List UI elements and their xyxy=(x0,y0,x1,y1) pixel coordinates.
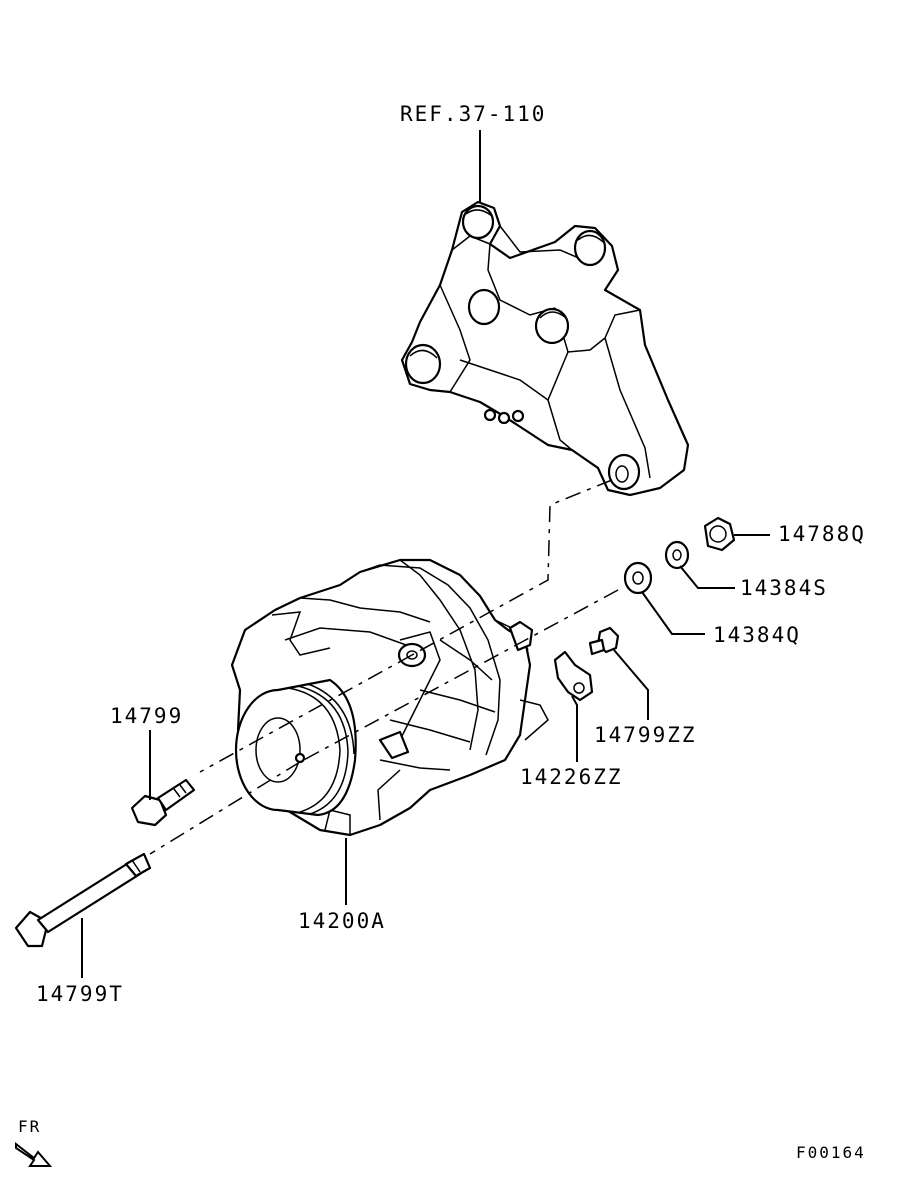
long-bolt-14799t xyxy=(14,852,152,948)
label-14384q: 14384Q xyxy=(713,623,801,647)
leader-lines xyxy=(81,130,770,978)
figure-code: F00164 xyxy=(796,1143,866,1162)
alternator-assembly xyxy=(230,558,549,837)
label-14226zz: 14226ZZ xyxy=(520,765,623,789)
nut-14788q xyxy=(703,516,736,552)
label-14799t: 14799T xyxy=(36,982,124,1006)
washer-14384s xyxy=(664,540,690,570)
bolt-14799zz xyxy=(588,626,620,656)
label-14384s: 14384S xyxy=(740,576,828,600)
front-arrow-icon xyxy=(15,1141,53,1167)
bolt-14799 xyxy=(130,778,196,827)
front-direction-marker: FR xyxy=(15,1117,53,1167)
label-14799: 14799 xyxy=(110,704,183,728)
plate-14226zz xyxy=(553,650,594,702)
label-14788q: 14788Q xyxy=(778,522,866,546)
label-14799zz: 14799ZZ xyxy=(594,723,697,747)
label-fr: FR xyxy=(18,1117,41,1136)
label-ref-37-110: REF.37-110 xyxy=(400,102,546,126)
washer-14384q xyxy=(623,561,653,595)
centre-lines xyxy=(149,479,619,855)
label-14200a: 14200A xyxy=(298,909,386,933)
alternator-bracket xyxy=(400,200,690,497)
